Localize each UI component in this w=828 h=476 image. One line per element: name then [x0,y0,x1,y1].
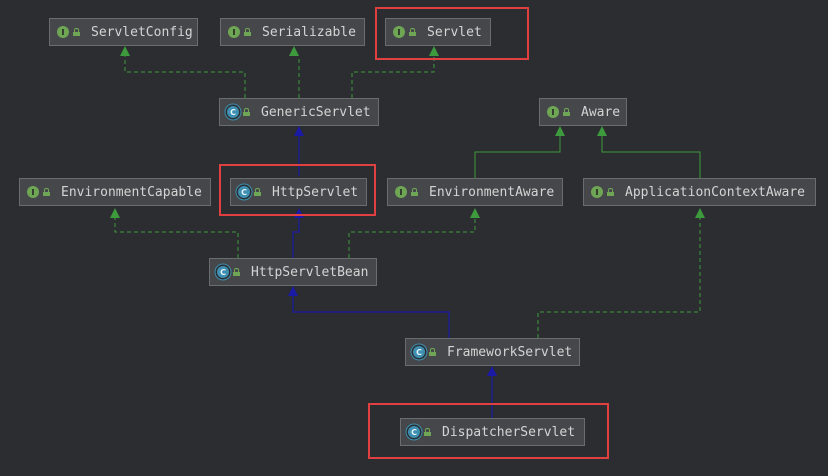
public-icon [424,428,431,436]
node-httpservlet[interactable]: C HttpServlet [230,178,367,206]
public-icon [254,188,261,196]
arrowhead-aware-left [555,126,565,136]
edge-frameworkservlet-applicationcontextaware [537,218,701,338]
interface-icon: I [547,106,559,118]
abstract-class-icon: C [238,186,250,198]
node-label: FrameworkServlet [447,344,573,360]
node-frameworkservlet[interactable]: C FrameworkServlet [405,338,580,366]
node-aware[interactable]: I Aware [539,98,627,126]
interface-icon: I [591,186,603,198]
arrowhead-environmentcapable [110,208,120,218]
public-icon [607,188,614,196]
edge-httpservletbean-environmentaware [348,218,476,258]
arrowhead-servlet [429,46,439,56]
public-icon [409,28,416,36]
arrowhead-environmentaware [470,208,480,218]
node-genericservlet[interactable]: C GenericServlet [219,98,379,126]
highlight-box-dispatcherservlet [368,403,609,459]
interface-icon: I [57,26,69,38]
abstract-class-icon: C [227,106,239,118]
public-icon [233,268,240,276]
edge-genericservlet-servlet [351,56,435,98]
node-label: EnvironmentCapable [61,184,202,200]
node-servlet[interactable]: I Servlet [385,18,491,46]
node-label: Serializable [262,24,356,40]
abstract-class-icon: C [217,266,229,278]
public-icon [411,188,418,196]
node-applicationcontextaware[interactable]: I ApplicationContextAware [583,178,816,206]
edge-httpservletbean-environmentcapable [114,218,239,258]
edge-frameworkservlet-httpservletbean [292,296,450,338]
highlight-box-servlet [375,7,529,60]
node-label: Servlet [427,24,482,40]
abstract-class-icon: C [413,346,425,358]
interface-icon: I [393,26,405,38]
arrowhead-aware-right [597,126,607,136]
node-environmentaware[interactable]: I EnvironmentAware [387,178,563,206]
highlight-box-httpservlet [219,164,376,216]
edge-environmentaware-aware [474,136,561,178]
node-label: ServletConfig [91,24,193,40]
public-icon [43,188,50,196]
node-label: EnvironmentAware [429,184,555,200]
public-icon [429,348,436,356]
node-serializable[interactable]: I Serializable [220,18,365,46]
node-label: DispatcherServlet [442,424,576,440]
arrowhead-frameworkservlet [487,366,497,376]
arrowhead-genericservlet [294,126,304,136]
public-icon [243,108,250,116]
interface-icon: I [395,186,407,198]
interface-icon: I [228,26,240,38]
node-label: Aware [581,104,621,120]
public-icon [73,28,80,36]
arrowhead-applicationcontextaware [695,208,705,218]
node-label: HttpServletBean [251,264,369,280]
class-icon: C [408,426,420,438]
node-label: HttpServlet [272,184,359,200]
node-dispatcherservlet[interactable]: C DispatcherServlet [400,418,585,446]
node-environmentcapable[interactable]: I EnvironmentCapable [19,178,211,206]
node-servletconfig[interactable]: I ServletConfig [49,18,198,46]
edge-genericservlet-servletconfig [124,56,246,98]
arrowhead-httpservletbean [288,286,298,296]
public-icon [244,28,251,36]
node-httpservletbean[interactable]: C HttpServletBean [209,258,377,286]
node-label: GenericServlet [261,104,371,120]
interface-icon: I [27,186,39,198]
public-icon [563,108,570,116]
arrowhead-serializable [289,46,299,56]
node-label: ApplicationContextAware [625,184,806,200]
arrowhead-servletconfig [120,46,130,56]
edge-applicationcontextaware-aware [601,136,701,178]
edge-httpservletbean-httpservlet [292,218,300,258]
